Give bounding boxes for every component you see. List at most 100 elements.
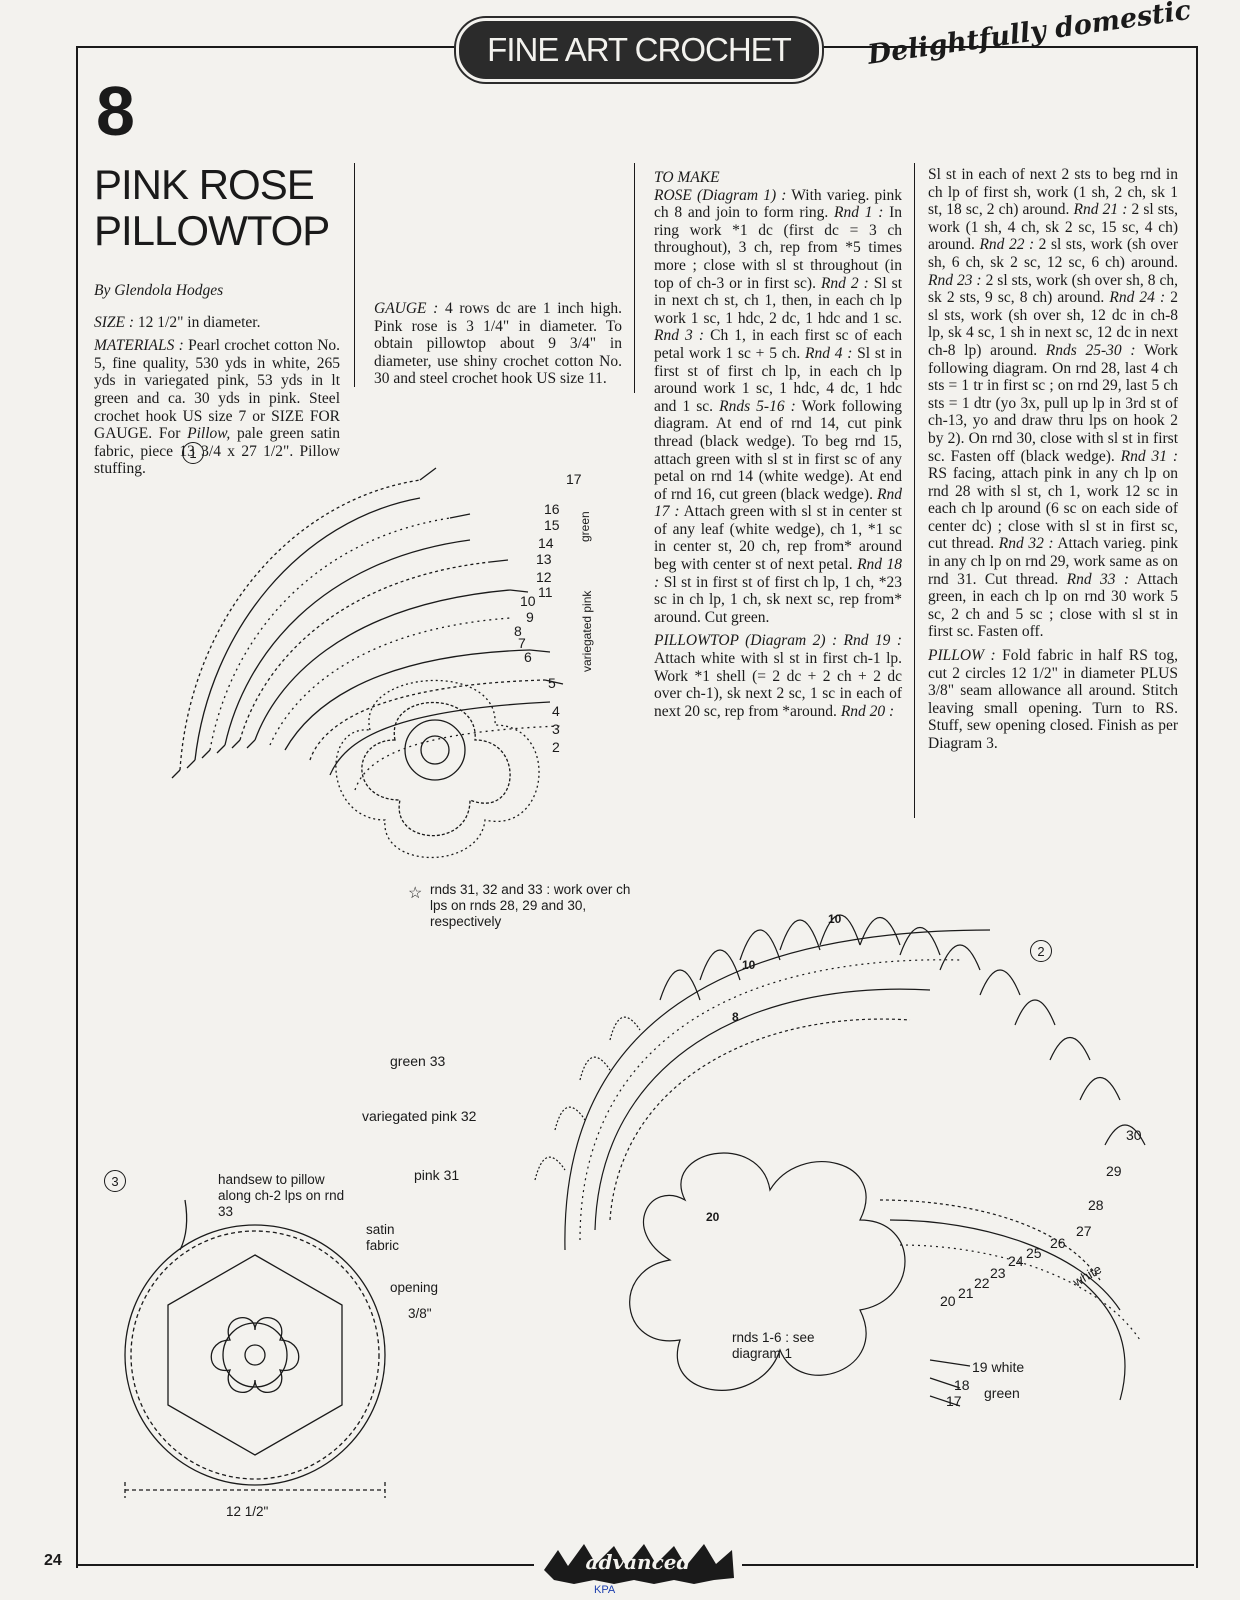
rnd31-label: Rnd 31 : (1120, 447, 1178, 465)
diagram-2-mark: 10 (828, 912, 842, 926)
satin-fabric-label: satin fabric (366, 1222, 400, 1253)
rnd4-label: Rnd 4 : (804, 344, 853, 362)
diagram-1-round-label: 4 (552, 703, 560, 719)
credit-mark: KPA (594, 1584, 616, 1596)
rounds-31-33-note: rnds 31, 32 and 33 : work over ch lps on… (430, 882, 631, 929)
to-make-label: TO MAKE (654, 169, 720, 186)
rnd1-text: In ring work *1 dc (first dc = 3 ch thro… (654, 204, 903, 292)
rnds5-16-text: Work following diagram. At end of rnd 14… (654, 397, 902, 503)
byline: By Glendola Hodges (94, 282, 224, 299)
rnd20-continued: Sl st in each of next 2 sts to beg rnd i… (928, 166, 1178, 641)
diagram-2-inner-round: 20 (706, 1210, 720, 1224)
rnd32-label: Rnd 32 : (998, 535, 1054, 553)
rnd22-text: 2 sl sts, work (sh over sh, 6 ch, sk 2 s… (928, 236, 1178, 271)
round-17-label: 17 (946, 1393, 962, 1409)
rnd21-text: 2 sl sts, work (1 sh, 4 ch, sk 2 sc, 15 … (928, 201, 1179, 254)
diagram-1-round-label: 11 (538, 584, 553, 600)
diagram-2-mark: 10 (742, 958, 756, 972)
rnd24-label: Rnd 24 : (1109, 289, 1166, 307)
diagram-2-round-label: 29 (1106, 1163, 1122, 1179)
rnd23-label: Rnd 23 : (928, 271, 982, 289)
label-green-round: green 33 (390, 1054, 445, 1069)
diagram-2-pillowtop-chart (534, 914, 1146, 1407)
rnd2-label: Rnd 2 : (820, 274, 869, 292)
diagram-2-round-label: 27 (1076, 1223, 1092, 1239)
pattern-number: 8 (96, 72, 135, 150)
size-label: SIZE : (94, 313, 135, 331)
rose-text: With varieg. pink ch 8 and join to form … (654, 186, 902, 222)
materials-paragraph: MATERIALS : Pearl crochet cotton No. 5, … (94, 337, 340, 478)
rnd18-label: Rnd 18 : (654, 556, 903, 591)
text-column-4: Sl st in each of next 2 sts to beg rnd i… (928, 166, 1178, 759)
gauge-paragraph: GAUGE : 4 rows dc are 1 inch high. Pink … (374, 300, 622, 388)
diagram-3-number: 3 (104, 1170, 126, 1192)
series-banner: FINE ART CROCHET (456, 18, 822, 82)
size-text: 12 1/2" in diameter. (137, 313, 261, 331)
round-19-label: 19 white (972, 1360, 1024, 1375)
diagram-1-rose-chart (171, 467, 564, 858)
diagram-1-round-label: 12 (536, 569, 552, 585)
diagram-2-round-label: 28 (1088, 1197, 1104, 1213)
diagram-2-round-label: 20 (940, 1293, 956, 1309)
pillowtop-label: PILLOWTOP (Diagram 2) : Rnd 19 : (654, 632, 902, 650)
diagram-1-round-label: 5 (548, 675, 556, 691)
pillowtop-paragraph: PILLOWTOP (Diagram 2) : Rnd 19 : Attach … (654, 632, 902, 720)
diagram-2-mark: 8 (732, 1010, 739, 1024)
diagram-1-round-label: 9 (526, 609, 534, 625)
rnds25-30-text: Work following diagram. On rnd 28, last … (928, 341, 1178, 465)
pillow-paragraph: PILLOW : Fold fabric in half RS tog, cut… (928, 647, 1178, 753)
diagram-2-round-label: 26 (1050, 1235, 1066, 1251)
label-varpink-num: 32 (460, 1108, 477, 1124)
column-rule (914, 163, 915, 818)
label-green-text: green (390, 1053, 426, 1069)
rnds5-16-label: Rnds 5-16 : (719, 397, 796, 415)
diagram-2-center-note: rnds 1-6 : see diagram 1 (732, 1330, 815, 1361)
diagram-1-round-label: 8 (514, 623, 522, 639)
diagram-1-round-label: 10 (520, 593, 536, 609)
frame-rule (76, 1564, 534, 1566)
width-dimension-label: 12 1/2" (222, 1504, 273, 1520)
text-column-2: GAUGE : 4 rows dc are 1 inch high. Pink … (374, 300, 622, 394)
handsew-note: handsew to pillow along ch-2 lps on rnd … (218, 1172, 345, 1219)
to-make-paragraph: TO MAKE ROSE (Diagram 1) : With varieg. … (654, 169, 902, 626)
rnd17-label: Rnd 17 : (654, 485, 902, 521)
diagram-1-color-variegated-pink: variegated pink (580, 590, 594, 672)
diagram-2-number: 2 (1030, 940, 1052, 962)
round-18-label: 18 (954, 1377, 970, 1393)
rnd18-text: Sl st in first st of first ch lp, 1 ch, … (654, 573, 903, 626)
text-column-3: TO MAKE ROSE (Diagram 1) : With varieg. … (654, 169, 902, 726)
rnd23-text: 2 sl sts, work (sh over sh, 8 ch, sk 2 s… (928, 271, 1178, 307)
diagram-1-round-label: 3 (552, 721, 560, 737)
label-pink-num: 31 (443, 1167, 460, 1183)
pillow-label: Pillow, (187, 425, 231, 443)
diagram-1-round-label: 15 (544, 517, 560, 533)
difficulty-label: advanced (585, 1550, 691, 1574)
rnd21-label: Rnd 21 : (1073, 201, 1128, 219)
pillow2-text: Fold fabric in half RS tog, cut 2 circle… (928, 647, 1178, 752)
rnd4-text: Sl st in first st of first ch lp, in eac… (654, 344, 903, 415)
column-rule (634, 163, 635, 393)
diagram-2-round-label: 25 (1026, 1245, 1042, 1261)
gauge-label: GAUGE : (374, 300, 439, 317)
pillowtop-text: Attach white with sl st in first ch-1 lp… (654, 650, 902, 720)
rnd24-text: 2 sl sts, work (sh over sh, 12 dc in ch-… (928, 289, 1178, 359)
round-19-num: 19 (972, 1359, 988, 1375)
rnds25-30-label: Rnds 25-30 : (1045, 341, 1136, 359)
diagram-2-round-label: 22 (974, 1275, 990, 1291)
diagram-2-round-label: 30 (1126, 1127, 1142, 1143)
rnd2-text: Sl st in next ch st, ch 1, then, in each… (654, 274, 903, 327)
text-column-1: By Glendola Hodges SIZE : 12 1/2" in dia… (94, 282, 340, 484)
diagram-2-round-label: 21 (958, 1285, 974, 1301)
rnd3-text: Ch 1, in each first sc of each petal wor… (654, 327, 902, 362)
materials-label: MATERIALS : (94, 337, 184, 355)
round-19-color: white (991, 1359, 1025, 1375)
label-pink-round: pink 31 (414, 1168, 459, 1183)
materials-text: Pearl crochet cotton No. 5, fine quality… (94, 337, 341, 443)
star-burst-icon (544, 1544, 734, 1584)
rnd31-text: RS facing, attach pink in any ch lp on r… (928, 465, 1178, 553)
diagram-1-round-label: 2 (552, 739, 560, 755)
rnd33-text: Attach green, in each ch lp on rnd 30 wo… (928, 570, 1178, 641)
gauge-text: 4 rows dc are 1 inch high. Pink rose is … (374, 300, 622, 388)
rnd1-label: Rnd 1 : (834, 204, 884, 222)
diagram-1-color-green: green (578, 511, 592, 542)
